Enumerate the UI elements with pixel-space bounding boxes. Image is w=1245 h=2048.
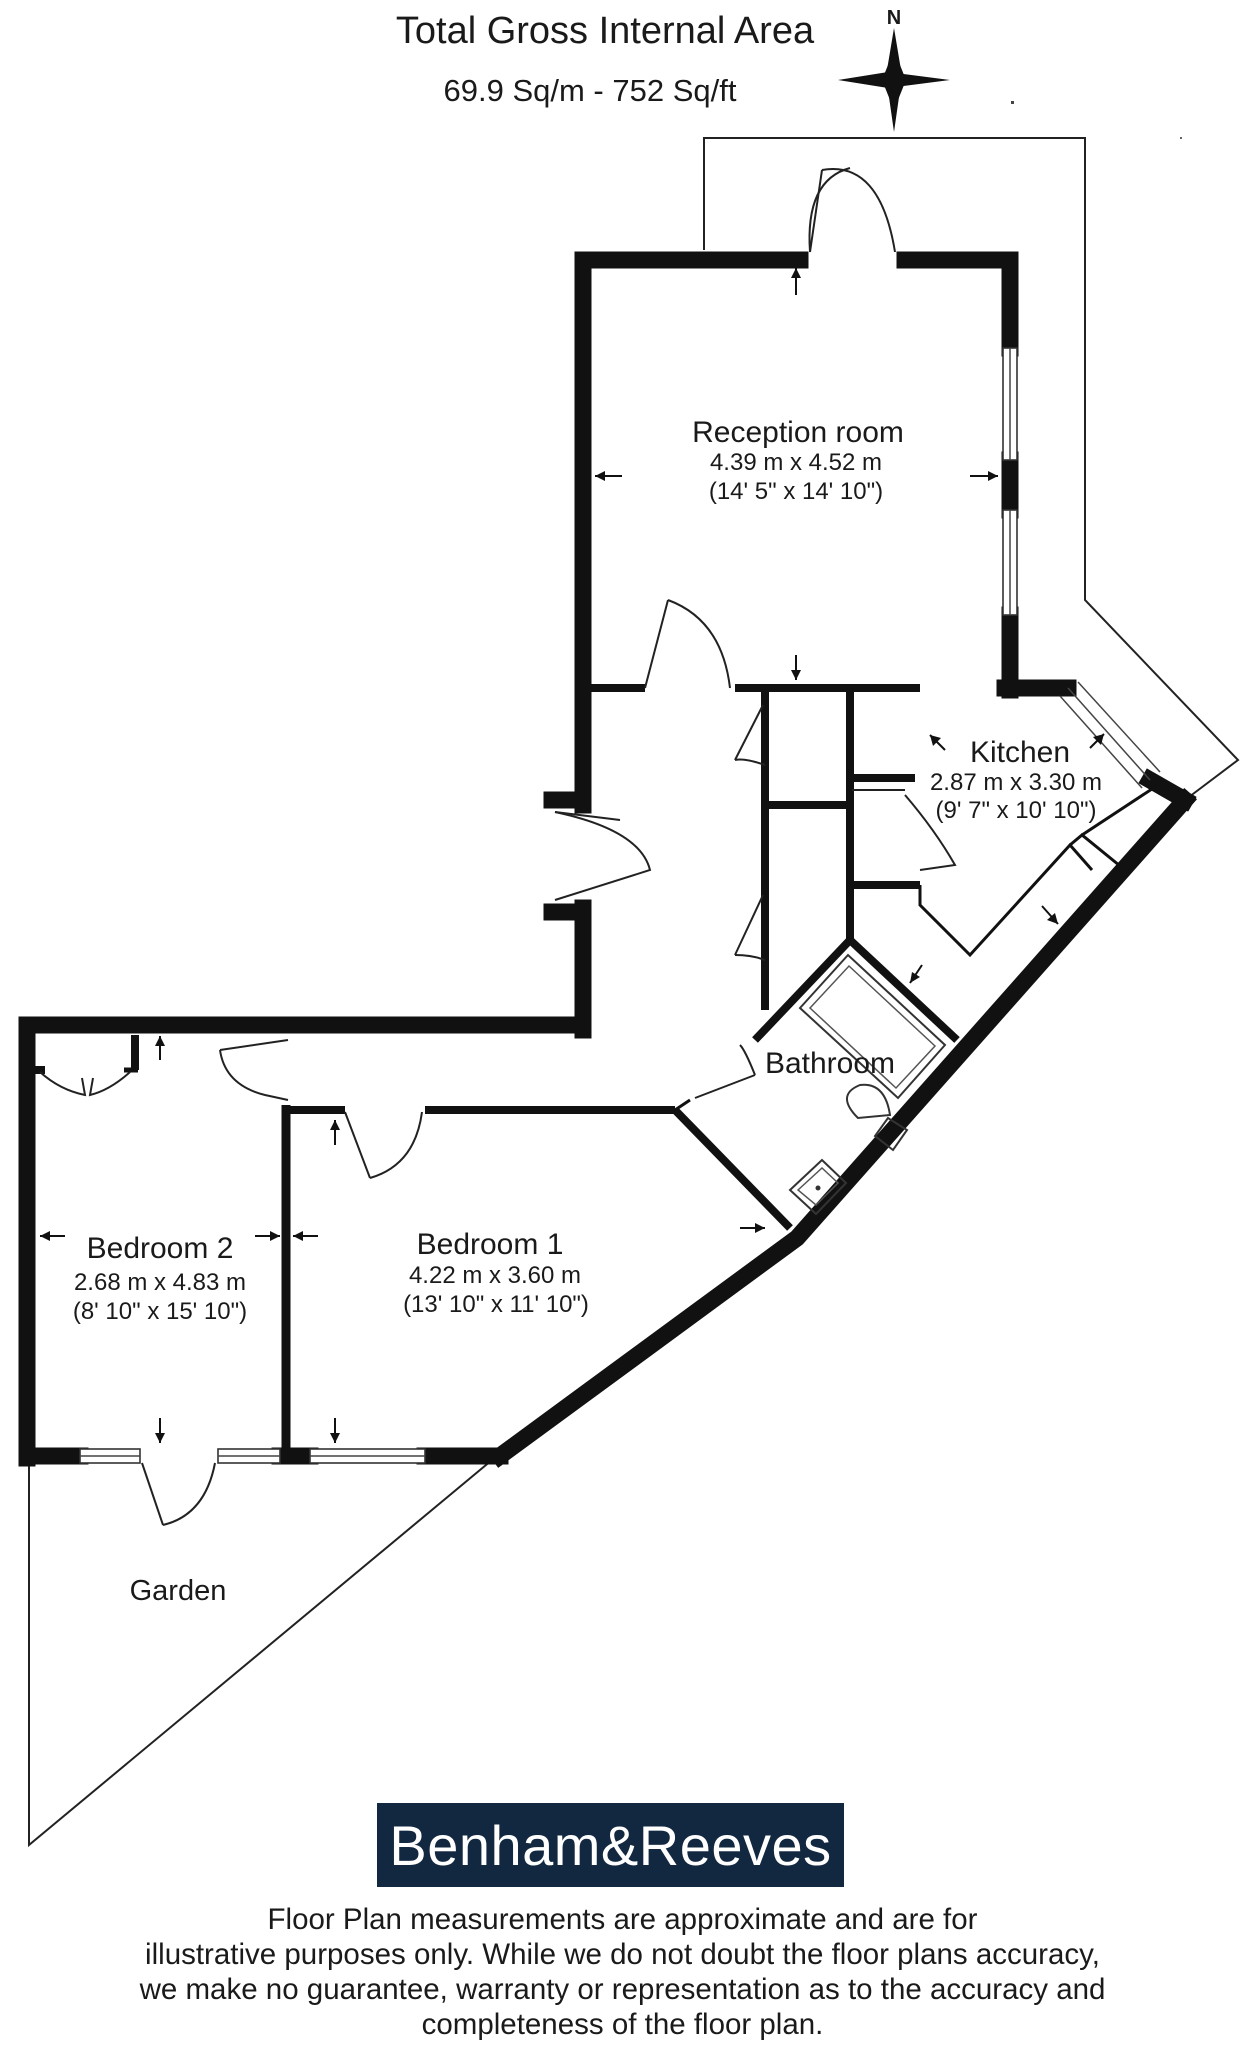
room-name-bathroom: Bathroom bbox=[765, 1047, 895, 1080]
room-imperial-kitchen: (9' 7" x 10' 10") bbox=[936, 797, 1097, 824]
interior-walls bbox=[35, 684, 1159, 1456]
company-logo: Benham&Reeves bbox=[377, 1803, 844, 1887]
exterior-walls bbox=[18, 251, 1197, 1468]
room-metric-bedroom1: 4.22 m x 3.60 m bbox=[409, 1262, 581, 1289]
garden-outline bbox=[28, 1459, 493, 1848]
door bbox=[694, 1044, 756, 1099]
room-metric-kitchen: 2.87 m x 3.30 m bbox=[930, 769, 1102, 796]
room-name-reception: Reception room bbox=[692, 416, 904, 449]
door bbox=[344, 1111, 423, 1179]
disclaimer: Floor Plan measurements are approximate … bbox=[40, 1902, 1205, 2042]
door bbox=[141, 1462, 216, 1526]
dot-mark bbox=[1011, 101, 1014, 104]
room-metric-reception: 4.39 m x 4.52 m bbox=[710, 449, 882, 476]
door bbox=[644, 599, 731, 689]
bathtub-icon bbox=[798, 953, 947, 1100]
door bbox=[219, 1039, 289, 1101]
disclaimer-line: we make no guarantee, warranty or repres… bbox=[139, 1973, 1106, 2006]
compass-letter: N bbox=[887, 7, 901, 29]
area-title: Total Gross Internal Area bbox=[396, 10, 815, 52]
room-imperial-reception: (14' 5" x 14' 10") bbox=[709, 478, 883, 505]
dot-mark bbox=[1180, 137, 1182, 139]
room-imperial-bedroom2: (8' 10" x 15' 10") bbox=[73, 1298, 247, 1325]
room-metric-bedroom2: 2.68 m x 4.83 m bbox=[74, 1269, 246, 1296]
room-name-bedroom2: Bedroom 2 bbox=[87, 1232, 234, 1265]
room-name-kitchen: Kitchen bbox=[970, 736, 1070, 769]
disclaimer-line: illustrative purposes only. While we do … bbox=[145, 1938, 1100, 1971]
room-name-bedroom1: Bedroom 1 bbox=[417, 1228, 564, 1261]
door bbox=[808, 167, 896, 253]
sink-icon bbox=[788, 1158, 848, 1216]
door bbox=[554, 811, 652, 901]
dimension-arrow bbox=[40, 268, 1105, 1443]
window bbox=[79, 1448, 426, 1464]
disclaimer-line: Floor Plan measurements are approximate … bbox=[267, 1903, 978, 1936]
door bbox=[39, 1071, 131, 1097]
disclaimer-line: completeness of the floor plan. bbox=[421, 2008, 824, 2041]
door bbox=[734, 704, 957, 961]
terrace-outline bbox=[703, 137, 1240, 801]
logo-text: Benham&Reeves bbox=[389, 1813, 832, 1877]
room-name-garden: Garden bbox=[130, 1575, 227, 1607]
area-value: 69.9 Sq/m - 752 Sq/ft bbox=[444, 73, 737, 108]
toilet-icon bbox=[846, 1083, 909, 1152]
room-imperial-bedroom1: (13' 10" x 11' 10") bbox=[403, 1291, 589, 1318]
compass-icon: N bbox=[838, 7, 950, 132]
